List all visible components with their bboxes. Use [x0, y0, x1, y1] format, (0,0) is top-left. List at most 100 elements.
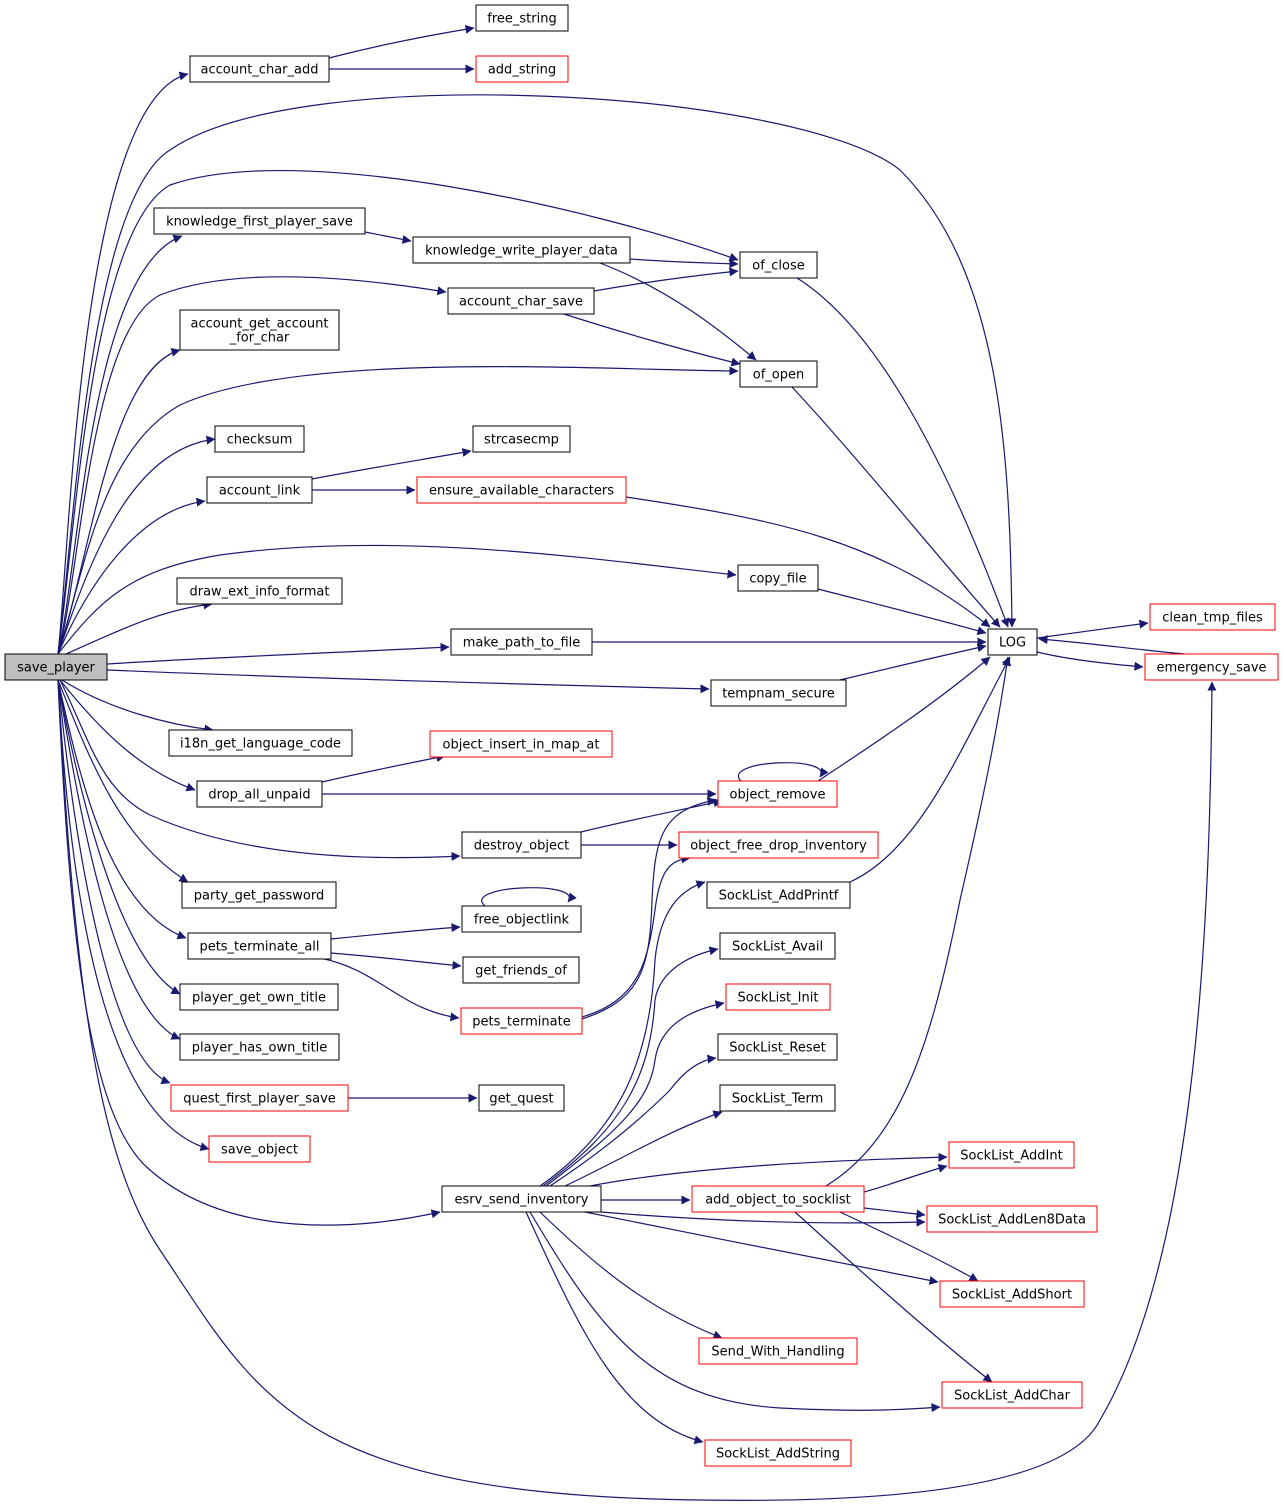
- node-quest_first_player_save[interactable]: quest_first_player_save: [170, 1084, 349, 1112]
- node-i18n_get_language_code[interactable]: i18n_get_language_code: [168, 729, 353, 757]
- node-label: SockList_Init: [738, 991, 819, 1006]
- edge-pets_terminate-to-object_remove: [581, 797, 717, 1020]
- node-box: [739, 360, 818, 388]
- node-LOG[interactable]: LOG: [987, 628, 1038, 656]
- node-get_quest[interactable]: get_quest: [478, 1084, 565, 1112]
- node-label: SockList_AddLen8Data: [938, 1213, 1086, 1228]
- node-label: pets_terminate: [472, 1015, 570, 1030]
- edge-save_player-to-quest_first_player_save: [57, 679, 171, 1085]
- node-free_objectlink[interactable]: free_objectlink: [461, 905, 582, 933]
- node-free_string[interactable]: free_string: [475, 4, 569, 32]
- node-player_has_own_title[interactable]: player_has_own_title: [179, 1033, 340, 1061]
- edge-account_link-to-strcasecmp: [311, 448, 472, 480]
- edge-save_player-to-player_get_own_title: [57, 679, 181, 995]
- node-label: player_get_own_title: [192, 991, 326, 1006]
- node-label: free_objectlink: [474, 913, 570, 928]
- node-SockList_Avail[interactable]: SockList_Avail: [719, 932, 836, 960]
- node-knowledge_write_player_data[interactable]: knowledge_write_player_data: [412, 236, 631, 264]
- edge-esrv_send_inventory-to-SockList_Avail: [542, 946, 719, 1187]
- node-player_get_own_title[interactable]: player_get_own_title: [179, 983, 339, 1011]
- node-draw_ext_info_format[interactable]: draw_ext_info_format: [176, 577, 343, 605]
- edge-save_player-to-party_get_password: [57, 679, 189, 883]
- node-checksum[interactable]: checksum: [214, 425, 305, 453]
- node-esrv_send_inventory[interactable]: esrv_send_inventory: [441, 1185, 602, 1213]
- node-pets_terminate_all[interactable]: pets_terminate_all: [187, 932, 332, 960]
- node-SockList_Reset[interactable]: SockList_Reset: [717, 1033, 838, 1061]
- node-label: party_get_password: [194, 889, 324, 904]
- node-save_object[interactable]: save_object: [208, 1135, 311, 1163]
- node-label: SockList_AddString: [716, 1447, 840, 1462]
- node-clean_tmp_files[interactable]: clean_tmp_files: [1149, 603, 1276, 631]
- edge-esrv_send_inventory-to-SockList_Init: [545, 1000, 725, 1187]
- node-pets_terminate[interactable]: pets_terminate: [460, 1007, 583, 1035]
- node-label: add_object_to_socklist: [705, 1193, 851, 1208]
- node-save_player[interactable]: save_player: [4, 653, 108, 681]
- node-SockList_Init[interactable]: SockList_Init: [725, 983, 831, 1011]
- edge-LOG-to-clean_tmp_files: [1036, 619, 1149, 639]
- node-account_get_account_for_char[interactable]: account_get_account_for_char: [179, 309, 340, 351]
- node-box: [698, 1337, 858, 1365]
- node-box: [719, 932, 836, 960]
- node-strcasecmp[interactable]: strcasecmp: [472, 425, 571, 453]
- edge-save_player-to-pets_terminate_all: [57, 679, 187, 940]
- node-label: player_has_own_title: [192, 1041, 328, 1056]
- node-knowledge_first_player_save[interactable]: knowledge_first_player_save: [153, 207, 366, 235]
- edge-tempnam_secure-to-LOG: [839, 643, 987, 681]
- node-label: knowledge_first_player_save: [166, 215, 353, 230]
- node-get_friends_of[interactable]: get_friends_of: [462, 956, 580, 984]
- edge-save_player-to-account_char_save: [57, 276, 447, 655]
- node-SockList_AddLen8Data[interactable]: SockList_AddLen8Data: [926, 1205, 1098, 1233]
- node-Send_With_Handling[interactable]: Send_With_Handling: [698, 1337, 858, 1365]
- edge-save_player-to-LOG: [57, 94, 1017, 655]
- node-of_open[interactable]: of_open: [739, 360, 818, 388]
- node-ensure_available_characters[interactable]: ensure_available_characters: [416, 476, 627, 504]
- edge-save_player-to-draw_ext_info_format: [65, 600, 213, 655]
- node-label: checksum: [227, 433, 293, 448]
- edge-knowledge_write_player_data-to-of_close: [629, 258, 739, 269]
- edge-object_remove-to-LOG: [817, 656, 991, 782]
- node-emergency_save[interactable]: emergency_save: [1144, 653, 1279, 681]
- node-SockList_AddPrintf[interactable]: SockList_AddPrintf: [706, 881, 851, 909]
- node-account_link[interactable]: account_link: [206, 476, 313, 504]
- node-SockList_AddChar[interactable]: SockList_AddChar: [941, 1381, 1083, 1409]
- node-object_insert_in_map_at[interactable]: object_insert_in_map_at: [429, 730, 613, 758]
- node-of_close[interactable]: of_close: [739, 251, 818, 279]
- node-SockList_AddString[interactable]: SockList_AddString: [704, 1439, 852, 1467]
- node-label: save_player: [17, 661, 95, 676]
- node-box: [416, 476, 627, 504]
- node-make_path_to_file[interactable]: make_path_to_file: [450, 628, 593, 656]
- edge-SockList_AddPrintf-to-LOG: [849, 656, 1011, 883]
- edge-destroy_object-to-object_remove: [580, 798, 723, 833]
- node-account_char_save[interactable]: account_char_save: [447, 287, 595, 315]
- node-label: add_string: [488, 63, 556, 78]
- node-tempnam_secure[interactable]: tempnam_secure: [710, 679, 847, 707]
- node-destroy_object[interactable]: destroy_object: [461, 831, 582, 859]
- edge-pets_terminate_all-to-pets_terminate: [319, 957, 460, 1022]
- edge-knowledge_write_player_data-to-of_open: [599, 262, 757, 361]
- node-box: [196, 780, 323, 808]
- node-box: [179, 983, 339, 1011]
- node-account_char_add[interactable]: account_char_add: [189, 55, 330, 83]
- node-add_string[interactable]: add_string: [475, 55, 569, 83]
- node-SockList_Term[interactable]: SockList_Term: [719, 1084, 836, 1112]
- node-label: object_remove: [730, 788, 826, 803]
- node-party_get_password[interactable]: party_get_password: [181, 881, 337, 909]
- edge-add_object_to_socklist-to-SockList_AddShort: [839, 1211, 979, 1282]
- edge-add_object_to_socklist-to-SockList_AddLen8Data: [863, 1207, 926, 1219]
- node-SockList_AddInt[interactable]: SockList_AddInt: [948, 1141, 1075, 1169]
- node-object_remove[interactable]: object_remove: [717, 780, 838, 808]
- node-SockList_AddShort[interactable]: SockList_AddShort: [939, 1280, 1085, 1308]
- edge-esrv_send_inventory-to-SockList_Reset: [549, 1054, 717, 1187]
- node-add_object_to_socklist[interactable]: add_object_to_socklist: [691, 1185, 865, 1213]
- node-box: [441, 1185, 602, 1213]
- edges-layer: [57, 24, 1217, 1501]
- node-label: of_open: [753, 368, 804, 383]
- node-object_free_drop_inventory[interactable]: object_free_drop_inventory: [678, 831, 879, 859]
- edge-of_close-to-LOG: [796, 277, 1010, 628]
- node-box: [475, 55, 569, 83]
- node-copy_file[interactable]: copy_file: [737, 564, 819, 592]
- node-label: draw_ext_info_format: [189, 585, 329, 600]
- node-label: tempnam_secure: [722, 687, 835, 702]
- edge-save_player-to-destroy_object: [59, 679, 461, 861]
- node-drop_all_unpaid[interactable]: drop_all_unpaid: [196, 780, 323, 808]
